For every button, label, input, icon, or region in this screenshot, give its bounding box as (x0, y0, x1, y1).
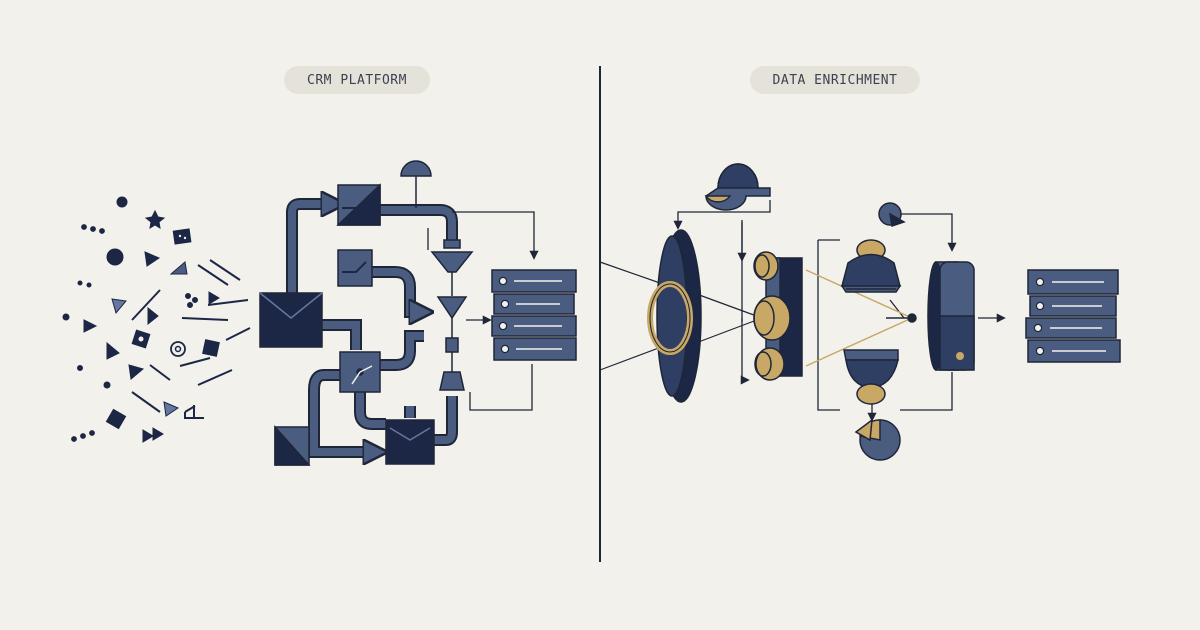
crm-thin-connectors (427, 211, 539, 411)
lens-disk-icon (647, 229, 702, 403)
envelope-icon (259, 292, 323, 348)
focal-point (907, 313, 917, 323)
processing-box-middle (337, 249, 373, 287)
scattered-data-particles (62, 196, 251, 443)
crm-platform-label: CRM PLATFORM (284, 66, 430, 94)
split-square-icon (274, 425, 311, 466)
pin-icon (878, 202, 906, 227)
upper-bell-sensor (840, 239, 902, 293)
clock-box-icon (339, 351, 381, 393)
scanner-head-icon (704, 163, 771, 211)
filter-stack (430, 239, 474, 391)
gold-disk-stack (753, 251, 803, 381)
crm-pipes (286, 204, 458, 452)
half-dome-icon (400, 160, 432, 208)
data-enrichment-label: DATA ENRICHMENT (750, 66, 920, 94)
enrichment-pipeline (599, 163, 1121, 461)
output-cylinder-icon (927, 261, 975, 371)
wheel-icon (854, 418, 901, 461)
crm-database-stack (491, 269, 577, 361)
crm-pipeline (259, 160, 577, 466)
inbox-tray-icon (385, 419, 435, 465)
processing-box-top (336, 183, 381, 226)
lower-bell-sensor (843, 349, 899, 405)
enrichment-thin-connectors (673, 200, 1006, 422)
enriched-database-stack (1025, 269, 1121, 363)
